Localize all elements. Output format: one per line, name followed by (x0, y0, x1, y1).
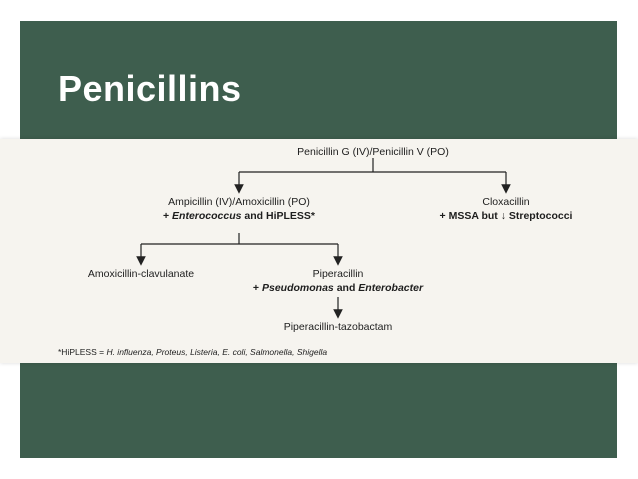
down-arrow-icon: ↓ (500, 210, 506, 222)
ampicillin-coverage-organism: Enterococcus (172, 210, 242, 222)
piperacillin-coverage-prefix: + (252, 282, 262, 294)
piperacillin-organism-2: Enterobacter (358, 282, 424, 294)
cloxacillin-node: Cloxacillin + MSSA but ↓ Streptococci (440, 195, 573, 223)
connector-lines (136, 158, 511, 319)
piperacillin-name: Piperacillin (312, 268, 364, 280)
penicillin-diagram: Penicillin G (IV)/Penicillin V (PO) Ampi… (0, 139, 638, 363)
ampicillin-name: Ampicillin (IV)/Amoxicillin (PO) (168, 196, 310, 208)
ampicillin-node: Ampicillin (IV)/Amoxicillin (PO) + Enter… (163, 195, 315, 223)
cloxacillin-coverage-prefix: + MSSA but (439, 210, 501, 222)
cloxacillin-coverage-suffix: Streptococci (505, 210, 573, 222)
piperacillin-organism-1: Pseudomonas (261, 282, 334, 294)
ampicillin-coverage-prefix: + (162, 210, 173, 222)
ampicillin-coverage-suffix: and HiPLESS* (241, 210, 316, 222)
piperacillin-and: and (333, 282, 359, 294)
piperacillin-node: Piperacillin + Pseudomonas and Enterobac… (253, 267, 423, 295)
footnote-prefix: *HiPLESS = (58, 347, 107, 357)
root-node: Penicillin G (IV)/Penicillin V (PO) (297, 146, 449, 158)
cloxacillin-name: Cloxacillin (482, 196, 530, 208)
amox-clav-node: Amoxicillin-clavulanate (87, 268, 195, 280)
ampicillin-coverage: + Enterococcus and HiPLESS* (163, 209, 315, 223)
pip-tazo-node: Piperacillin-tazobactam (283, 321, 393, 333)
hipless-footnote: *HiPLESS = H. influenza, Proteus, Lister… (58, 347, 327, 357)
footnote-organisms: H. influenza, Proteus, Listeria, E. coli… (106, 347, 328, 357)
piperacillin-coverage: + Pseudomonas and Enterobacter (253, 281, 423, 295)
slide-title: Penicillins (58, 68, 242, 109)
cloxacillin-coverage: + MSSA but ↓ Streptococci (440, 209, 573, 223)
